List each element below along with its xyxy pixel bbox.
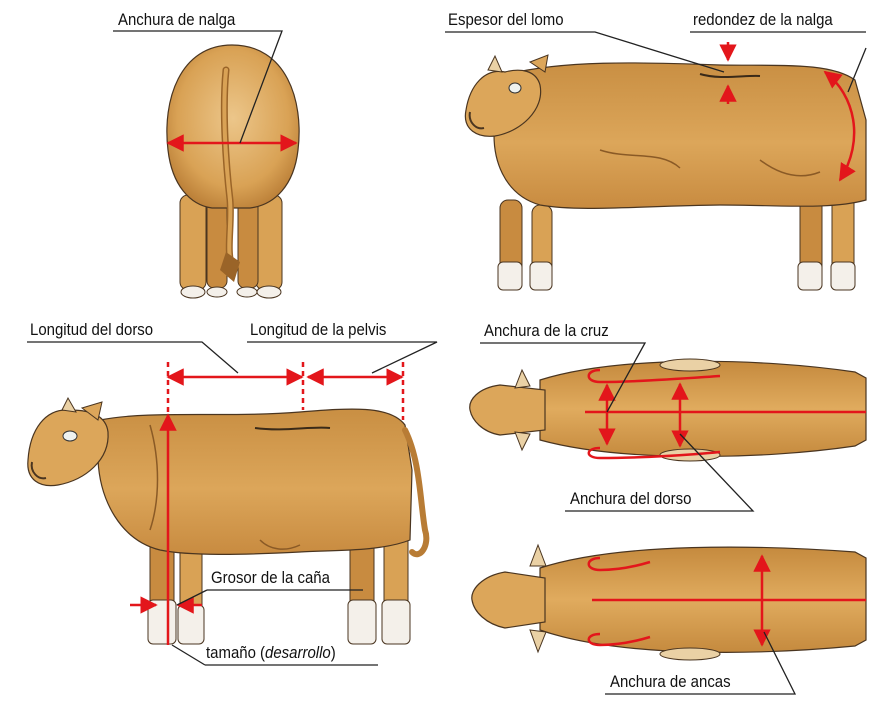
- cow-side-view-top: [465, 55, 866, 290]
- cow-side-view-bottom: [28, 398, 427, 644]
- label-redondez-nalga: redondez de la nalga: [693, 10, 833, 30]
- label-anchura-nalga: Anchura de nalga: [118, 10, 235, 30]
- label-grosor-cana: Grosor de la caña: [211, 568, 330, 588]
- label-tamano-italic: desarrollo: [265, 643, 331, 662]
- label-longitud-pelvis: Longitud de la pelvis: [250, 320, 386, 340]
- label-anchura-dorso: Anchura del dorso: [570, 489, 691, 509]
- label-tamano: tamaño (desarrollo): [206, 643, 336, 663]
- cow-rear-view: [167, 45, 299, 298]
- cow-top-view-upper: [470, 359, 866, 461]
- label-anchura-cruz: Anchura de la cruz: [484, 321, 609, 341]
- label-tamano-suffix: ): [331, 643, 336, 662]
- label-longitud-dorso: Longitud del dorso: [30, 320, 153, 340]
- label-tamano-prefix: tamaño (: [206, 643, 265, 662]
- label-espesor-lomo: Espesor del lomo: [448, 10, 564, 30]
- cow-top-view-lower: [472, 545, 866, 660]
- label-anchura-ancas: Anchura de ancas: [610, 672, 731, 692]
